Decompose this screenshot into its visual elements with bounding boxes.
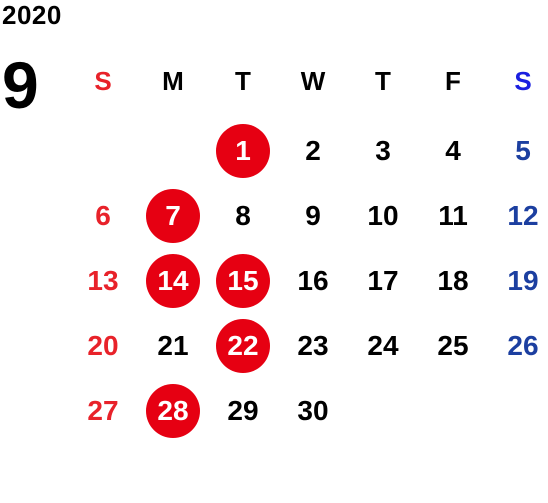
day-cell-empty	[69, 127, 137, 175]
day-number: 21	[157, 330, 189, 361]
day-cell-highlighted[interactable]: 28	[139, 387, 207, 435]
weekday-header-label: T	[235, 66, 251, 96]
day-number: 9	[305, 200, 321, 231]
day-number: 20	[87, 330, 119, 361]
day-number: 6	[95, 200, 111, 231]
weekday-header-label: T	[375, 66, 391, 96]
day-cell[interactable]: 21	[139, 322, 207, 370]
day-cell-empty	[139, 127, 207, 175]
day-number: 30	[297, 395, 329, 426]
day-number: 18	[437, 265, 469, 296]
weekday-header-sun: S	[69, 57, 137, 105]
day-number: 1	[235, 135, 251, 166]
day-number: 24	[367, 330, 399, 361]
day-cell[interactable]: 23	[279, 322, 347, 370]
day-cell[interactable]: 24	[349, 322, 417, 370]
day-number: 23	[297, 330, 329, 361]
weekday-header-thu: T	[349, 57, 417, 105]
day-cell-saturday[interactable]: 19	[489, 257, 548, 305]
day-cell-highlighted[interactable]: 14	[139, 257, 207, 305]
day-cell[interactable]: 10	[349, 192, 417, 240]
day-cell[interactable]: 17	[349, 257, 417, 305]
day-number: 13	[87, 265, 119, 296]
day-cell-highlighted[interactable]: 15	[209, 257, 277, 305]
day-cell[interactable]: 25	[419, 322, 487, 370]
weekday-header-fri: F	[419, 57, 487, 105]
day-cell-highlighted[interactable]: 1	[209, 127, 277, 175]
day-number: 26	[507, 330, 539, 361]
day-cell-empty	[349, 387, 417, 435]
day-number: 12	[507, 200, 539, 231]
day-cell-empty	[489, 387, 548, 435]
day-number: 28	[157, 395, 189, 426]
day-number: 25	[437, 330, 469, 361]
day-cell[interactable]: 11	[419, 192, 487, 240]
day-number: 5	[515, 135, 531, 166]
day-number: 11	[438, 200, 468, 231]
day-number: 22	[227, 330, 259, 361]
day-number: 14	[157, 265, 189, 296]
day-cell[interactable]: 4	[419, 127, 487, 175]
day-number: 17	[367, 265, 399, 296]
day-cell-saturday[interactable]: 5	[489, 127, 548, 175]
day-number: 16	[297, 265, 329, 296]
day-cell-saturday[interactable]: 12	[489, 192, 548, 240]
day-number: 8	[235, 200, 251, 231]
day-number: 4	[445, 135, 461, 166]
day-number: 29	[227, 395, 259, 426]
weekday-header-label: W	[300, 66, 326, 96]
calendar-grid: S M T W T F S 1 2 3 4 5 6 7 8 9 10 11 12…	[69, 57, 548, 437]
day-number: 19	[507, 265, 539, 296]
day-number: 3	[375, 135, 391, 166]
day-cell[interactable]: 16	[279, 257, 347, 305]
day-cell[interactable]: 3	[349, 127, 417, 175]
weekday-header-label: S	[94, 66, 112, 96]
day-number: 2	[305, 135, 321, 166]
weekday-header-wed: W	[279, 57, 347, 105]
day-cell-saturday[interactable]: 26	[489, 322, 548, 370]
day-cell-sunday[interactable]: 20	[69, 322, 137, 370]
weekday-header-label: F	[445, 66, 461, 96]
day-cell[interactable]: 8	[209, 192, 277, 240]
day-number: 10	[367, 200, 399, 231]
day-cell[interactable]: 30	[279, 387, 347, 435]
day-cell-highlighted[interactable]: 7	[139, 192, 207, 240]
weekday-header-tue: T	[209, 57, 277, 105]
day-cell-highlighted[interactable]: 22	[209, 322, 277, 370]
day-cell[interactable]: 29	[209, 387, 277, 435]
day-cell-empty	[419, 387, 487, 435]
day-number: 7	[165, 200, 181, 231]
day-cell-sunday[interactable]: 13	[69, 257, 137, 305]
day-cell[interactable]: 2	[279, 127, 347, 175]
month-number: 9	[2, 48, 39, 122]
weekday-header-sat: S	[489, 57, 548, 105]
day-cell-sunday[interactable]: 27	[69, 387, 137, 435]
day-number: 27	[87, 395, 119, 426]
weekday-header-label: S	[514, 66, 532, 96]
day-cell-sunday[interactable]: 6	[69, 192, 137, 240]
weekday-header-label: M	[162, 66, 184, 96]
day-cell[interactable]: 9	[279, 192, 347, 240]
day-cell[interactable]: 18	[419, 257, 487, 305]
day-number: 15	[227, 265, 259, 296]
year-label: 2020	[2, 0, 62, 30]
weekday-header-mon: M	[139, 57, 207, 105]
